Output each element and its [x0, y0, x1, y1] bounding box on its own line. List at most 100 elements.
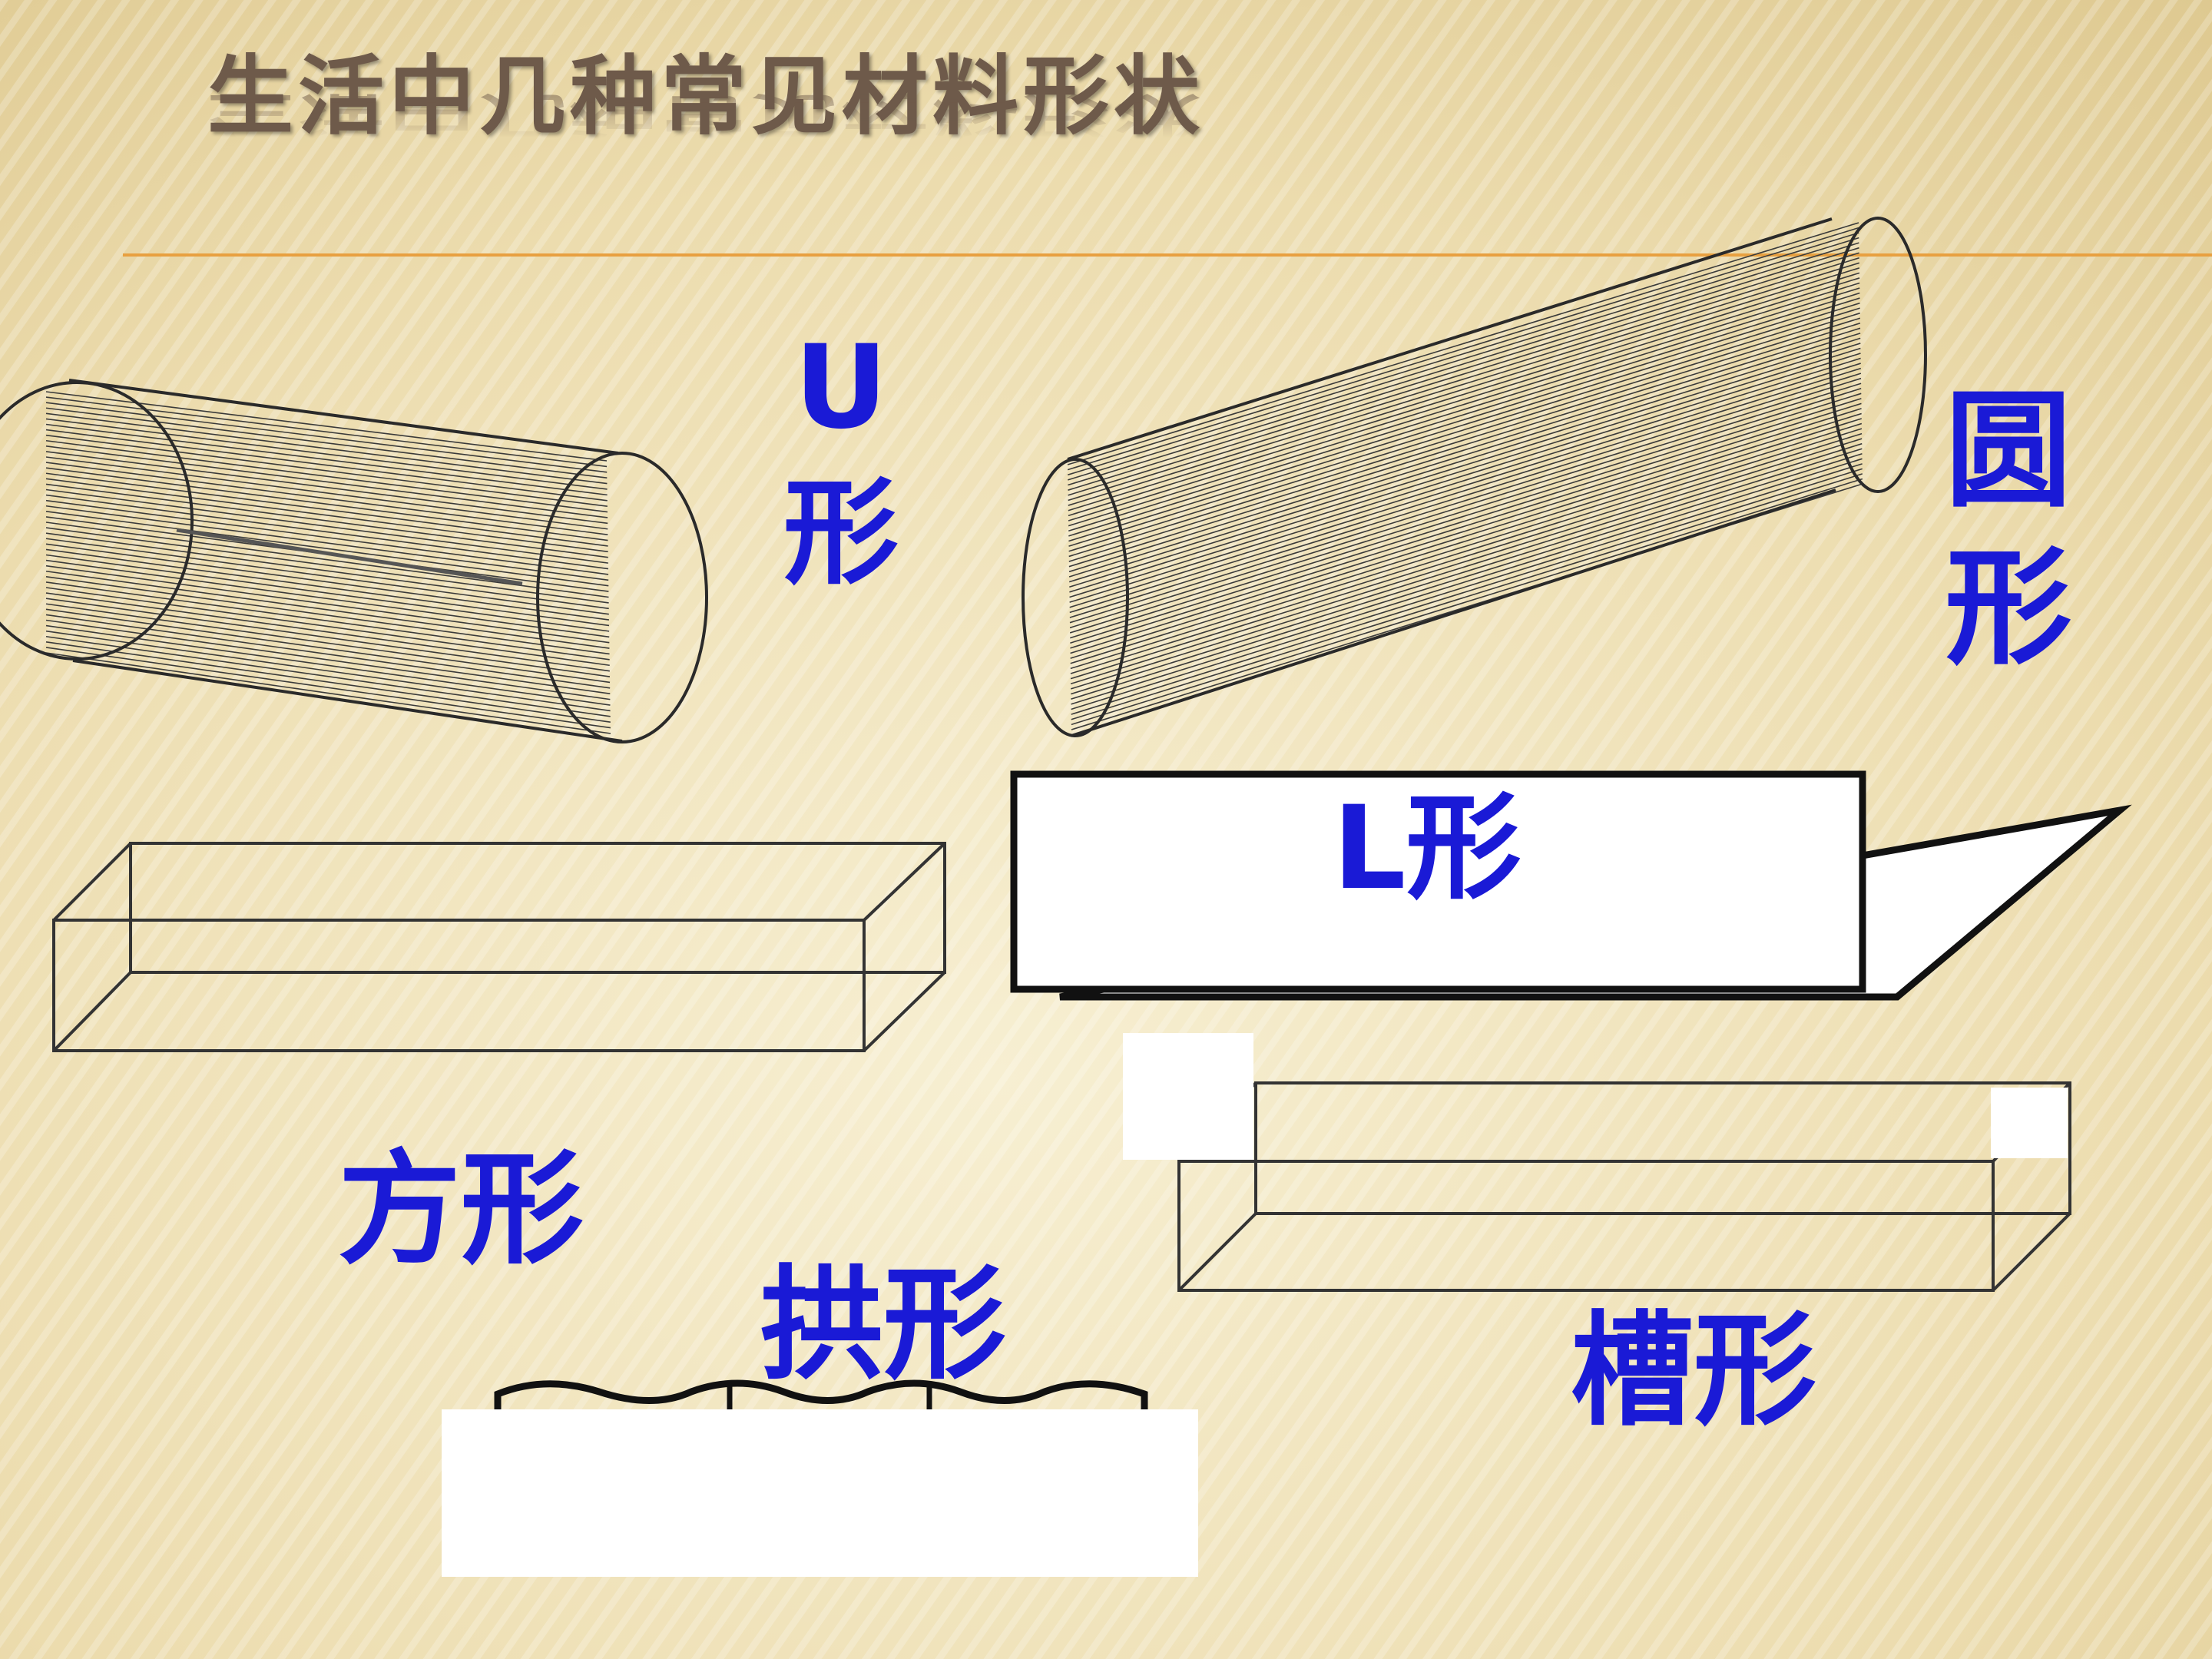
hatch-line — [1070, 392, 1862, 639]
hatch-line — [45, 456, 608, 530]
hatch-line — [45, 439, 608, 513]
hatch-line — [45, 478, 608, 553]
hatch-line — [45, 603, 611, 684]
hatch-line — [1071, 468, 1863, 715]
hatch-line — [1068, 297, 1860, 542]
hatch-line — [45, 423, 608, 496]
hatch-line — [45, 554, 610, 632]
hatch-line — [45, 445, 608, 518]
hatch-line — [1070, 418, 1862, 664]
label-arch: 拱形 — [760, 1253, 1007, 1396]
hatch-line — [1069, 363, 1861, 608]
hatch-line — [1071, 463, 1863, 710]
label-round-1: 圆 — [1945, 377, 2072, 525]
hatch-line — [45, 467, 608, 541]
hatch-line — [45, 494, 609, 570]
label-l-shape: L形 — [1333, 782, 1522, 916]
hatch-line — [1068, 333, 1861, 578]
hatch-line — [45, 527, 609, 604]
hatch-line — [1070, 438, 1863, 685]
hatch-line — [45, 488, 608, 564]
hatch-line — [1068, 312, 1860, 558]
hatch-line — [45, 543, 610, 621]
hatch-line — [45, 587, 610, 667]
hatch-line — [45, 598, 611, 677]
hatch-line — [1068, 323, 1861, 568]
hatch-line — [1069, 353, 1861, 598]
label-square: 方形 — [338, 1137, 584, 1281]
hatch-line — [1070, 432, 1863, 680]
hatch-line — [1070, 412, 1862, 659]
hatch-line — [45, 505, 609, 581]
hatch-line — [1071, 458, 1863, 705]
hatch-line — [45, 429, 608, 502]
hatch-line — [45, 635, 611, 717]
hatch-line — [1071, 473, 1863, 720]
hatch-line — [1068, 317, 1861, 562]
hatch-line — [1069, 347, 1861, 593]
hatch-line — [1069, 357, 1861, 603]
page-title: 生活中几种常见材料形状 — [207, 46, 1204, 147]
hatch-line — [1070, 408, 1862, 654]
hatch-line — [1068, 277, 1860, 522]
label-round-2: 形 — [1945, 535, 2072, 682]
hatch-line — [1068, 307, 1860, 552]
hatch-line — [1067, 222, 1859, 465]
hatch-line — [45, 548, 610, 627]
hatch-line — [1067, 227, 1859, 471]
hatch-line — [45, 559, 610, 638]
label-u-char: 形 — [783, 467, 899, 601]
hatch-line — [45, 407, 608, 478]
arch-shape — [442, 1379, 1198, 1577]
hatch-line — [45, 522, 609, 598]
hatch-line — [45, 532, 609, 610]
hatch-line — [1068, 292, 1860, 537]
label-u-letter: U — [794, 321, 888, 455]
hatch-line — [1068, 267, 1860, 512]
page-title-reflection: 生活中几种常见材料形状 — [207, 87, 1204, 143]
square-bar — [52, 842, 946, 1052]
hatch-line — [1070, 398, 1862, 644]
hatch-line — [1068, 302, 1860, 547]
hatch-line — [1068, 337, 1861, 583]
hatch-line — [1068, 262, 1860, 506]
hatch-line — [45, 608, 611, 689]
hatch-line — [1071, 453, 1863, 700]
hatch-line — [1068, 257, 1859, 502]
label-u-shape: U 形 — [772, 330, 910, 591]
hatch-line — [1068, 247, 1859, 491]
hatch-line — [1068, 272, 1860, 517]
hatch-line — [45, 565, 610, 644]
u-shape-cylinder — [0, 379, 708, 743]
hatch-line — [45, 462, 608, 535]
hatch-line — [45, 396, 608, 468]
hatch-line — [45, 619, 611, 700]
hatch-line — [45, 499, 609, 575]
hatch-line — [45, 647, 611, 729]
hatch-line — [45, 483, 608, 558]
hatch-line — [45, 652, 611, 734]
hatch-line — [45, 538, 609, 615]
hatch-line — [45, 434, 608, 507]
hatch-line — [1069, 367, 1862, 614]
round-cylinder — [1022, 217, 1927, 737]
hatch-line — [45, 412, 608, 485]
hatch-line — [45, 511, 609, 587]
hatch-line — [1071, 478, 1863, 726]
hatch-line — [1069, 373, 1862, 618]
hatch-line — [1067, 232, 1859, 476]
hatch-line — [45, 402, 608, 473]
hatch-line — [45, 570, 610, 649]
hatch-line — [1068, 252, 1859, 496]
hatch-line — [1071, 448, 1863, 695]
channel-bar — [1123, 1033, 2071, 1292]
hatch-line — [45, 472, 608, 547]
hatch-line — [45, 614, 611, 695]
hatch-line — [1068, 242, 1859, 486]
hatch-line — [45, 576, 610, 655]
hatch-line — [1069, 382, 1862, 629]
hatch-line — [45, 592, 610, 672]
hatch-line — [1069, 388, 1862, 634]
hatch-line — [1069, 377, 1862, 624]
hatch-line — [45, 581, 610, 661]
